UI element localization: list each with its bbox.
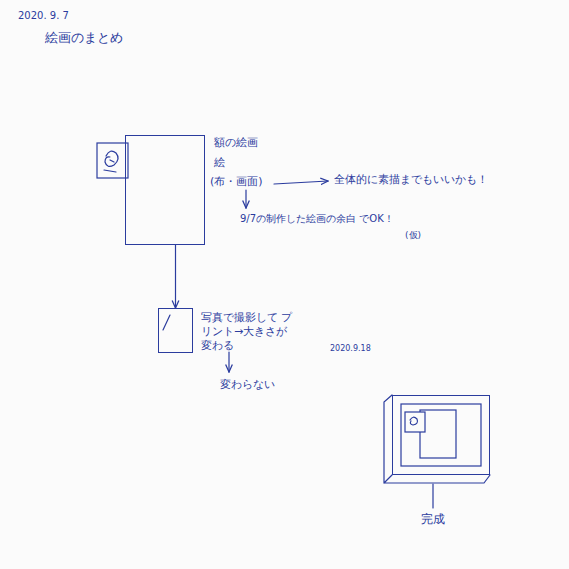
framed-artwork: 完成 bbox=[392, 395, 490, 475]
frame-depth bbox=[384, 395, 490, 483]
scribble bbox=[104, 151, 118, 172]
node-caption: 写真で撮影して プリント→大きさが変わる bbox=[201, 311, 296, 352]
artwork-frame: 写真で撮影して プリント→大きさが変わる bbox=[158, 308, 193, 353]
handwritten-note: 2020. 9. 7 bbox=[18, 10, 69, 23]
node-caption: 絵 bbox=[214, 156, 225, 170]
handwritten-note: 変わらない bbox=[220, 378, 275, 392]
leader-arrow bbox=[228, 352, 229, 372]
leader-arrow bbox=[245, 190, 246, 208]
glare-stroke bbox=[163, 315, 170, 330]
node-caption: 額の絵画 bbox=[214, 136, 258, 150]
node-caption: 完成 bbox=[421, 512, 445, 527]
handwritten-note: (仮) bbox=[405, 230, 421, 241]
thumbnail-sketch bbox=[97, 143, 128, 178]
scribble bbox=[410, 417, 418, 425]
flow-arrow bbox=[175, 245, 176, 308]
handwritten-note: 2020.9.18 bbox=[330, 344, 371, 354]
node-caption: (布・画面) bbox=[210, 175, 263, 189]
handwritten-note: 9/7の制作した絵画の余白 でOK！ bbox=[240, 213, 394, 226]
leader-line bbox=[432, 484, 433, 508]
artwork-frame: 額の絵画絵(布・画面) bbox=[125, 135, 205, 245]
sketch-title: 絵画のまとめ bbox=[45, 30, 123, 46]
leader-arrow bbox=[274, 181, 328, 184]
thumbnail-sketch bbox=[405, 412, 425, 432]
inner-mat bbox=[401, 404, 481, 466]
handwritten-note: 全体的に素描までもいいかも！ bbox=[334, 173, 488, 187]
